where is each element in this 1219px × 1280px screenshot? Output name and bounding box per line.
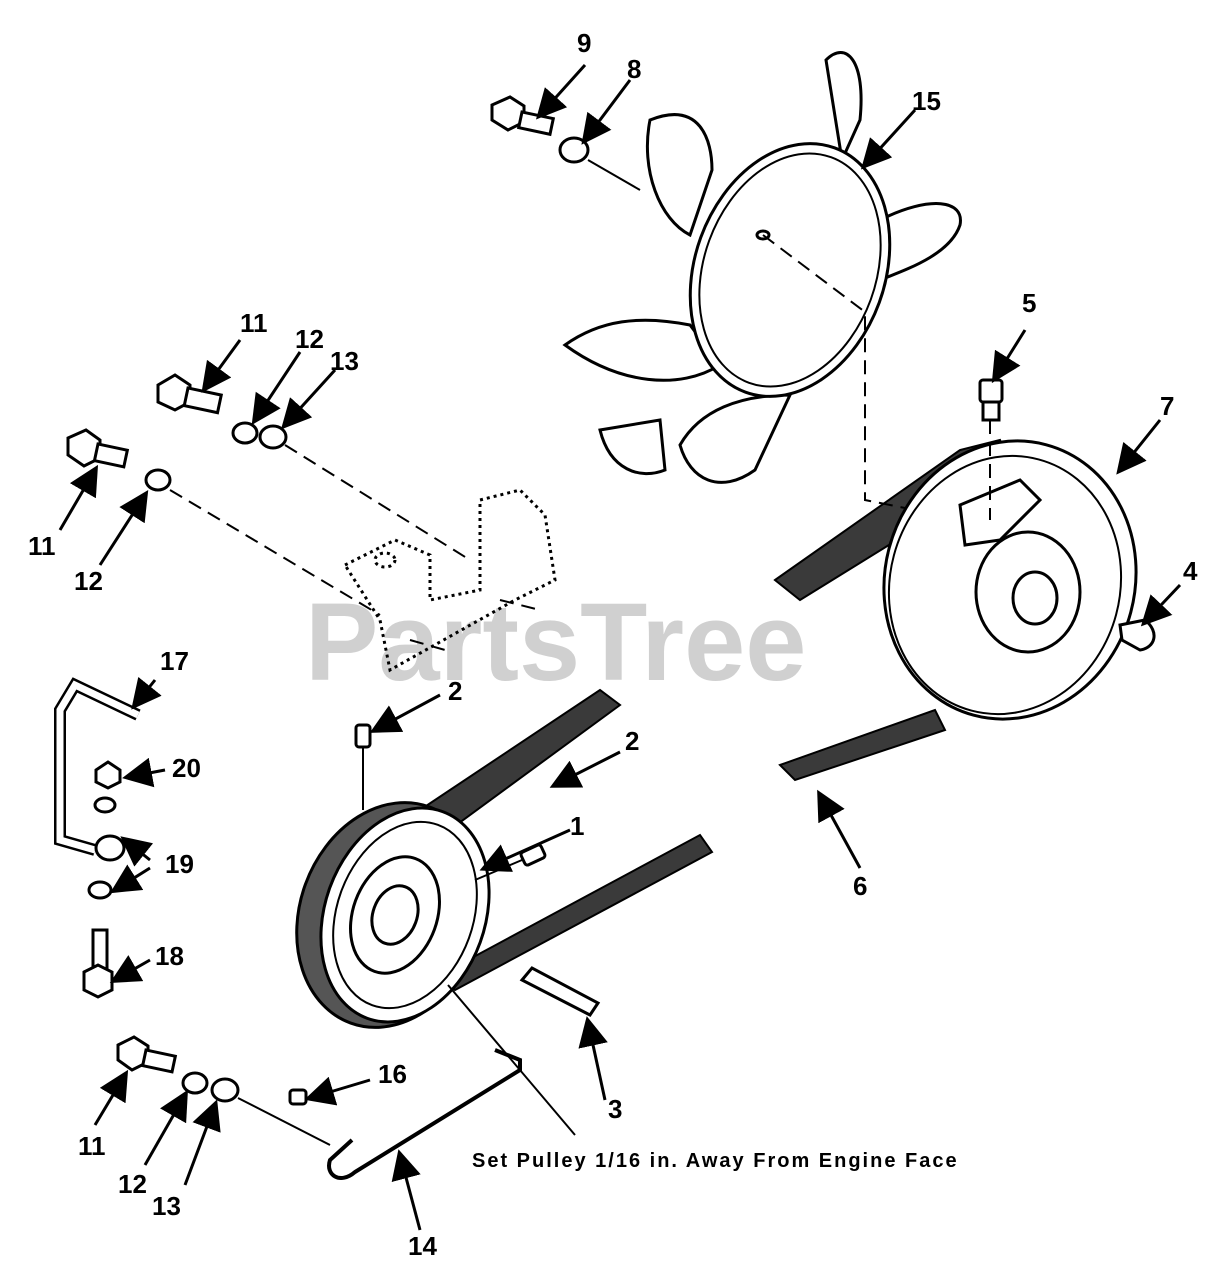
callout-11-left: 11 bbox=[28, 531, 56, 561]
callout-13-lower: 13 bbox=[152, 1191, 181, 1221]
callout-18: 18 bbox=[155, 941, 184, 971]
flat-washer-upper bbox=[258, 424, 288, 450]
callout-11-upper: 11 bbox=[240, 308, 268, 338]
fan-bolt bbox=[490, 95, 556, 137]
callout-14: 14 bbox=[408, 1231, 437, 1261]
callout-12-lower: 12 bbox=[118, 1169, 147, 1199]
cooling-fan bbox=[562, 51, 962, 484]
lock-washer-upper bbox=[231, 421, 259, 445]
callout-6: 6 bbox=[853, 871, 867, 901]
adjustment-rod bbox=[327, 1048, 522, 1180]
set-screw-top bbox=[978, 378, 1004, 520]
callout-5: 5 bbox=[1022, 288, 1036, 318]
fan-washer bbox=[558, 136, 590, 164]
callout-11-lower: 11 bbox=[78, 1131, 106, 1161]
bracket-bolt-lower bbox=[116, 1035, 178, 1074]
watermark: PartsTree bbox=[305, 581, 806, 704]
bracket-bolt-left bbox=[66, 428, 130, 469]
fan-axis-line bbox=[762, 234, 906, 509]
callout-3: 3 bbox=[608, 1094, 622, 1124]
drive-pulley-assembly bbox=[295, 688, 714, 1029]
lock-washer-left bbox=[144, 468, 172, 492]
callout-9: 9 bbox=[577, 28, 591, 58]
set-screw-1 bbox=[354, 723, 372, 749]
callout-arrows bbox=[58, 63, 1182, 1231]
callout-12-left: 12 bbox=[74, 566, 103, 596]
bolt-18 bbox=[91, 928, 109, 972]
callout-20: 20 bbox=[172, 753, 201, 783]
key-woodruff bbox=[1118, 618, 1156, 652]
callout-2-lower: 2 bbox=[625, 726, 639, 756]
flat-washer-lower bbox=[210, 1077, 240, 1103]
washer-19-upper bbox=[93, 796, 117, 814]
assembly-note: Set Pulley 1/16 in. Away From Engine Fac… bbox=[472, 1150, 959, 1172]
callout-1: 1 bbox=[570, 811, 584, 841]
lock-washer-lower bbox=[181, 1071, 209, 1095]
square-key bbox=[519, 966, 601, 1017]
plug-16 bbox=[288, 1088, 308, 1106]
callout-16: 16 bbox=[378, 1059, 407, 1089]
callout-19: 19 bbox=[165, 849, 194, 879]
callout-4: 4 bbox=[1183, 556, 1198, 586]
hex-nut bbox=[94, 760, 122, 790]
mounting-bracket bbox=[342, 488, 557, 673]
callout-13-upper: 13 bbox=[330, 346, 359, 376]
callout-12-upper: 12 bbox=[295, 324, 324, 354]
bracket-bolt-upper bbox=[156, 373, 224, 415]
callout-15: 15 bbox=[912, 86, 941, 116]
callout-8: 8 bbox=[627, 54, 641, 84]
callout-2-upper: 2 bbox=[448, 676, 462, 706]
callout-7: 7 bbox=[1160, 391, 1174, 421]
washer-19-lower bbox=[87, 880, 113, 900]
driven-pulley-assembly bbox=[773, 438, 1138, 782]
callout-17: 17 bbox=[160, 646, 189, 676]
